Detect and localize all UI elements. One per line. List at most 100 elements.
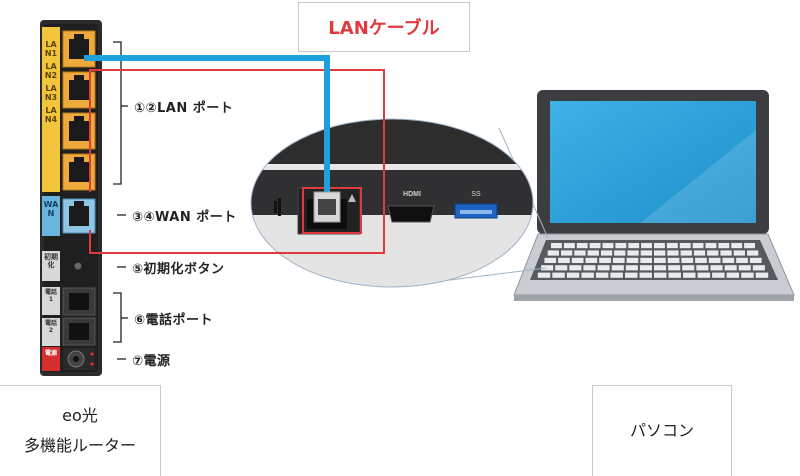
keyboard-key [537,272,551,278]
keyboard-key [654,250,666,256]
keyboard-key [625,272,638,278]
keyboard-key [707,250,719,256]
keyboard-key [611,265,624,271]
callout-lan-ports: ①②LAN ポート [134,101,234,116]
keyboard-key [683,272,696,278]
keyboard-key [681,257,694,263]
keyboard-key [615,243,627,249]
keyboard-key [696,265,709,271]
callout-reset-button: ⑤初期化ボタン [132,262,225,277]
keyboard-key [741,272,754,278]
keyboard-key [640,257,652,263]
keyboard-key [667,257,680,263]
lan4-label: LAN4 [44,106,58,124]
keyboard-key [563,243,575,249]
keyboard-key [749,257,762,263]
keyboard-key [697,272,711,278]
reset-label-strip [42,251,60,281]
keyboard-key [541,265,554,271]
keyboard-key [574,250,586,256]
router-caption-box: eo光 多機能ルーター [0,385,161,476]
keyboard-key [628,243,640,249]
lan-port-1[interactable] [62,30,96,68]
keyboard-key [581,272,594,278]
keyboard-key [602,243,614,249]
keyboard-key [680,250,692,256]
laptop-screen [550,101,756,223]
keyboard-key [640,250,652,256]
laptop-hdmi-port: HDMI [387,191,435,223]
power-jack[interactable] [63,348,95,370]
router-device [40,20,102,376]
keyboard-key [654,257,666,263]
keyboard-key [744,243,755,249]
keyboard-key [736,257,748,263]
keyboard-key [712,272,725,278]
keyboard-key [547,250,559,256]
keyboard-key [733,250,745,256]
keyboard-key [639,265,652,271]
keyboard-key [705,243,717,249]
keyboard-key [667,250,679,256]
keyboard-key [561,250,573,256]
keyboard-key [747,250,759,256]
svg-text:SS: SS [471,191,481,198]
highlight-frames [89,69,385,254]
tel-port-1[interactable] [62,287,96,316]
keyboard-key [668,272,681,278]
reset-button[interactable] [74,262,82,270]
keyboard-key [682,265,695,271]
lan1-label: LAN1 [44,40,58,58]
keyboard-key [576,243,588,249]
power-label-strip [42,347,60,371]
keyboard-key [597,265,610,271]
lan-cable [84,55,341,223]
keyboard-key [738,265,751,271]
router-caption-line1: eo光 [62,406,98,425]
keyboard-key [654,272,667,278]
lan-label-strip [42,27,60,192]
keyboard-key [569,265,582,271]
pc-caption-box: パソコン [592,385,732,476]
highlight-frame-port [302,187,362,234]
keyboard-key [614,250,626,256]
keyboard-key [551,243,562,249]
keyboard-key [625,265,638,271]
keyboard-key [693,250,706,256]
keyboard-key [627,250,639,256]
keyboard-key [692,243,704,249]
keyboard-key [599,257,611,263]
tel-port-2[interactable] [62,317,96,346]
laptop-illustration [513,90,795,301]
keyboard-key [654,243,665,249]
keyboard-key [600,250,613,256]
lan-cable-title: LANケーブル [298,2,470,52]
keyboard-key [708,257,721,263]
wan-label: WAN [43,200,59,218]
keyboard-key [589,243,601,249]
keyboard-key [718,243,730,249]
wan-port[interactable] [62,198,96,234]
router-caption-line2: 多機能ルーター [23,436,136,455]
keyboard-key [755,272,769,278]
keyboard-key [666,243,678,249]
keyboard-key [731,243,743,249]
keyboard-key [587,250,599,256]
keyboard-key [726,272,740,278]
callout-power: ⑦電源 [132,354,171,369]
keyboard-key [679,243,691,249]
keyboard-key [722,257,735,263]
keyboard-key [566,272,580,278]
power-label: 電源 [44,350,57,357]
keyboard-key [695,257,707,263]
tel1-label: 電話1 [44,289,57,303]
keyboard-key [552,272,565,278]
lan-port-label-strip-text: LAN1 LAN2 LAN3 LAN4 [43,30,59,124]
keyboard-key [544,257,557,263]
keyboard-key [724,265,737,271]
svg-text:HDMI: HDMI [403,191,421,198]
tel2-label: 電話2 [44,320,57,334]
keyboard-key [555,265,568,271]
keyboard-key [668,265,681,271]
